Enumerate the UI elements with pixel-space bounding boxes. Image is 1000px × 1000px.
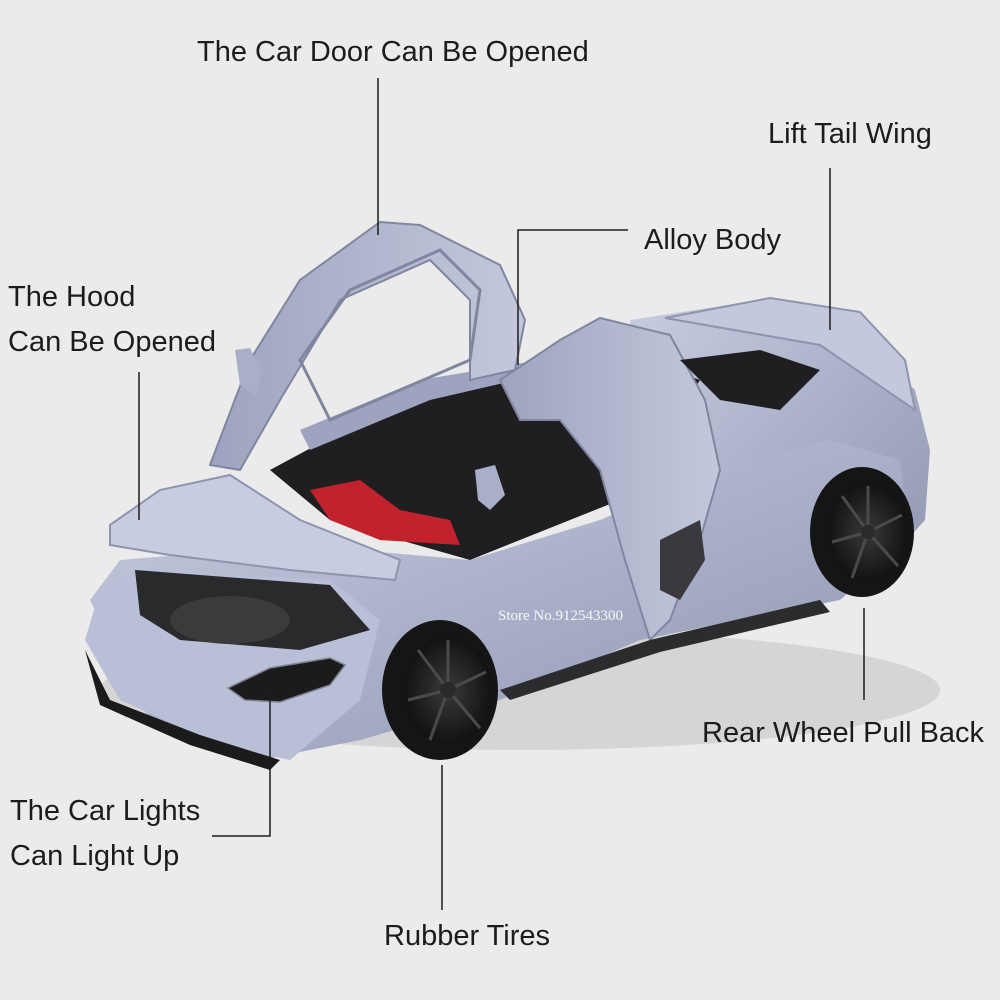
callout-line-lights (212, 690, 271, 837)
callout-lights-label-line1: The Car Lights (10, 795, 201, 827)
callout-alloy-body-label: Alloy Body (644, 224, 782, 256)
callout-line-alloy-body (517, 229, 628, 365)
headlight (226, 657, 347, 703)
side-sill (500, 600, 830, 700)
right-mirror (475, 465, 505, 510)
spare-tire (170, 596, 290, 644)
callout-lines (138, 78, 865, 910)
store-watermark: Store No.912543300 (498, 608, 623, 624)
callout-lights-label-line2: Can Light Up (10, 840, 180, 872)
seat (310, 480, 460, 545)
callout-rear-wheel-label: Rear Wheel Pull Back (702, 717, 985, 749)
left-door-window (298, 248, 482, 422)
left-mirror (235, 348, 262, 395)
tail-wing (664, 296, 917, 413)
front-wheel (382, 620, 498, 760)
rear-glass (680, 350, 820, 410)
callout-tail-wing-label: Lift Tail Wing (768, 118, 932, 150)
callout-tires-label: Rubber Tires (384, 920, 551, 952)
front-splitter (85, 650, 280, 770)
windshield-frame (300, 360, 560, 450)
callout-hood-label-line2: Can Be Opened (8, 326, 216, 358)
open-hood (109, 473, 402, 582)
callout-door-label: The Car Door Can Be Opened (197, 36, 589, 68)
toy-car (85, 220, 930, 770)
side-vent (660, 520, 705, 600)
rear-wheel (810, 467, 914, 597)
callout-hood-label-line1: The Hood (8, 281, 136, 313)
